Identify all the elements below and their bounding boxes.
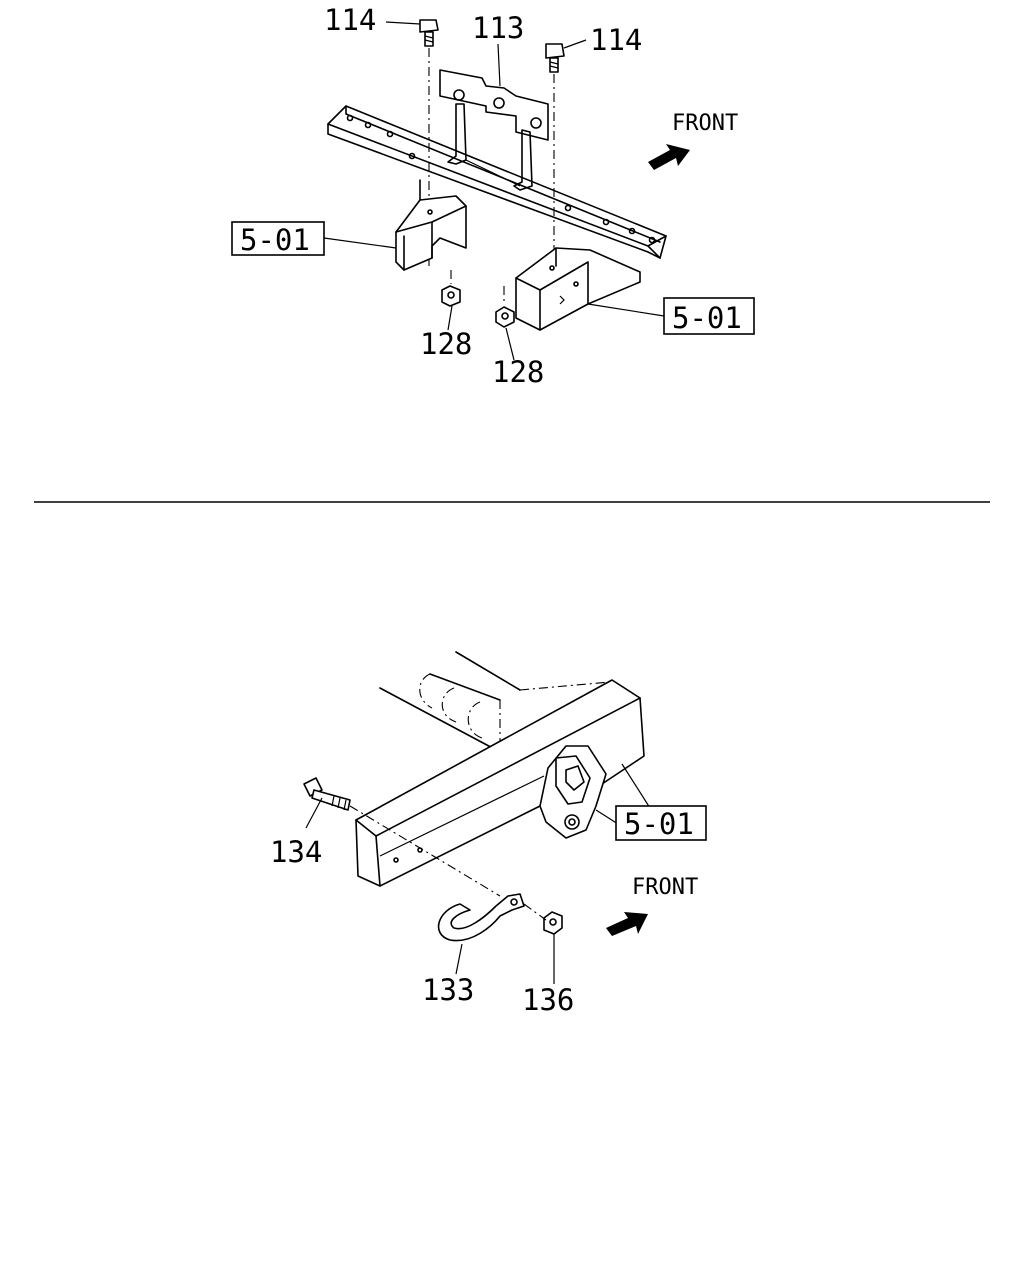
label-136: 136	[522, 983, 574, 1017]
frame-rail-left	[395, 179, 467, 271]
label-134: 134	[270, 835, 322, 869]
front-arrow-icon	[606, 912, 648, 936]
label-114-left: 114	[324, 3, 376, 37]
ref-box-upper-right	[663, 297, 755, 335]
front-label-lower: FRONT	[632, 875, 698, 900]
front-arrow-icon	[648, 144, 690, 170]
label-128-right: 128	[492, 355, 544, 389]
bolt-114-left	[419, 19, 439, 47]
bolt-134	[303, 777, 351, 811]
label-133: 133	[422, 973, 474, 1007]
ref-box-upper-left	[231, 221, 325, 256]
nut-128-right	[495, 306, 515, 328]
tow-hook-133	[437, 893, 525, 942]
bolt-114-right	[545, 43, 565, 73]
ref-label-upper-right: 5-01	[672, 301, 742, 335]
label-128-left: 128	[420, 327, 472, 361]
tow-bracket-5-01	[539, 745, 607, 839]
label-114-right: 114	[590, 23, 642, 57]
crossmember-bar	[327, 105, 667, 259]
ref-label-upper-left: 5-01	[240, 223, 310, 257]
frame-rail-right	[515, 247, 641, 331]
nut-136	[543, 911, 563, 935]
upper-assembly: 114 113 114 FRONT 5-01 5-01 128 128	[231, 3, 755, 389]
ref-label-lower: 5-01	[624, 807, 694, 841]
lower-assembly: 5-01 134 FRONT 133 136	[270, 651, 707, 1017]
nut-128-left	[441, 285, 461, 307]
label-113: 113	[472, 11, 524, 45]
ref-box-lower	[615, 805, 707, 841]
bracket-113	[439, 69, 549, 191]
front-label-upper: FRONT	[672, 111, 738, 136]
